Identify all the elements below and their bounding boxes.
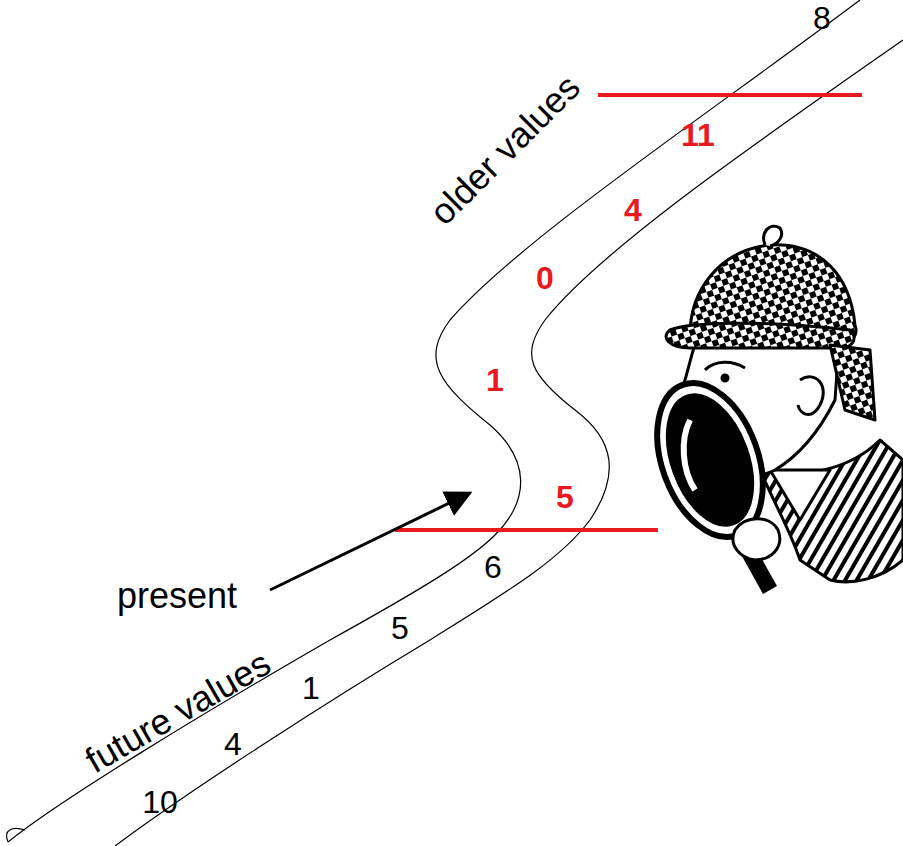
value-number: 4 bbox=[624, 194, 642, 226]
value-number: 11 bbox=[681, 119, 715, 151]
value-number: 1 bbox=[302, 672, 320, 704]
pointer-label: present bbox=[117, 578, 237, 614]
stream-edge bbox=[7, 829, 25, 843]
detective-figure bbox=[638, 226, 903, 590]
axis-label: older values bbox=[424, 69, 587, 232]
value-number: 5 bbox=[556, 481, 574, 513]
window-bound bbox=[395, 528, 658, 532]
value-number: 8 bbox=[813, 2, 831, 34]
value-number: 4 bbox=[224, 728, 242, 760]
value-number: 6 bbox=[484, 551, 502, 583]
stream-edge bbox=[8, 0, 860, 842]
value-number: 1 bbox=[486, 364, 504, 396]
value-number: 0 bbox=[536, 262, 554, 294]
window-bound bbox=[598, 93, 862, 97]
axis-label: future values bbox=[80, 645, 277, 779]
value-number: 10 bbox=[142, 786, 178, 818]
pointer-arrow bbox=[270, 493, 470, 590]
value-number: 5 bbox=[391, 612, 409, 644]
stream-edge bbox=[115, 40, 903, 846]
